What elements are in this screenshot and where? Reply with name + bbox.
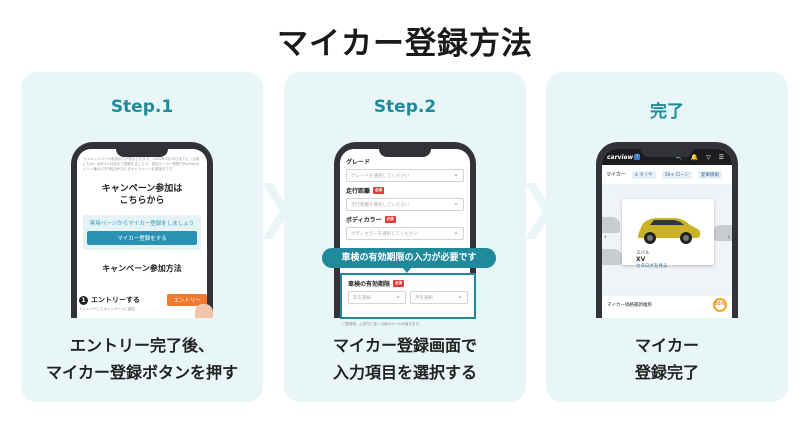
step-label: Step.2 xyxy=(373,97,437,117)
phone-notch xyxy=(116,147,168,157)
inspection-tooltip: 車検の有効期限の入力が必要です xyxy=(322,248,496,273)
inspection-label: 車検の有効期限 必須 xyxy=(348,280,405,288)
carousel-right-icon[interactable]: › xyxy=(727,233,730,241)
step-label: 完了 xyxy=(650,102,684,122)
method-heading: キャンペーン参加方法 xyxy=(102,264,182,273)
color-label: ボディカラー 必須 xyxy=(346,216,396,224)
mileage-select[interactable]: 走行距離を選択してください xyxy=(346,198,464,211)
register-box-title: 専用ページからマイカー登録をしましょう xyxy=(89,221,195,227)
phone-notch xyxy=(379,147,431,157)
car-thumbnail xyxy=(602,217,620,233)
app-header: carview ! 🔍 🔔 ▽ ☰ xyxy=(602,149,732,165)
car-image-icon xyxy=(638,218,701,244)
entry-button[interactable]: エントリー xyxy=(167,294,207,306)
price-trend-row[interactable]: マイカー価格最新推移 55% xyxy=(602,295,732,313)
carousel-left-icon[interactable]: ‹ xyxy=(604,233,607,241)
phone-screen: ラエキャンペーン参加の方が表示されます。2025年3月31日までに（以前にもれ）… xyxy=(77,149,207,318)
register-mycar-button[interactable]: マイカー登録をする xyxy=(87,231,197,245)
info-chip[interactable]: 愛車情報 xyxy=(697,170,722,179)
month-select[interactable]: 月を選択 xyxy=(410,291,468,304)
entry-note: エントリーしてキャンペーンに参加 xyxy=(79,307,135,311)
car-thumbnail xyxy=(714,225,732,241)
registered-car-card[interactable]: スバル XV カタログを見る xyxy=(622,199,714,269)
loan-chip[interactable]: 59+ ローン xyxy=(661,170,692,179)
mileage-label: 走行距離 必須 xyxy=(346,187,385,195)
step-caption: マイカー 登録完了 xyxy=(634,336,699,382)
car-name: スバル XV カタログを見る xyxy=(636,251,668,269)
mycar-bar: マイカー 4 タイヤ 59+ ローン 愛車情報 xyxy=(602,165,732,185)
step-card-2: Step.2 グレード グレードを選択してください 走行距離 必須 走行距離を選… xyxy=(284,72,526,402)
footer-note: ご登録後、心変付に探く以後のメールが届きます。 xyxy=(342,322,423,326)
entry-step: 1 エントリーする xyxy=(79,295,140,305)
required-badge: 必須 xyxy=(384,216,396,223)
step-number-badge: 1 xyxy=(79,295,88,305)
inspection-highlight: 車検の有効期限 必須 年を選択 月を選択 xyxy=(340,273,476,319)
page-title: マイカー登録方法 xyxy=(277,26,533,62)
car-thumbnail xyxy=(602,249,622,265)
grade-label: グレード xyxy=(346,159,371,166)
required-badge: 必須 xyxy=(393,280,405,287)
step-card-3: 完了 carview ! 🔍 🔔 ▽ ☰ マイカー 4 タイヤ 59+ ローン … xyxy=(546,72,788,402)
intro-text: ラエキャンペーン参加の方が表示されます。2025年3月31日までに（以前にもれ）… xyxy=(83,157,200,171)
phone-screen: carview ! 🔍 🔔 ▽ ☰ マイカー 4 タイヤ 59+ ローン 愛車情… xyxy=(602,149,732,318)
inspection-selects: 年を選択 月を選択 xyxy=(348,291,468,304)
logo-badge: ! xyxy=(634,154,641,160)
price-trend-label: マイカー価格最新推移 xyxy=(607,302,652,308)
percent-ring: 55% xyxy=(713,297,727,312)
color-select[interactable]: ボディカラーを選択してください xyxy=(346,227,464,240)
tire-chip[interactable]: 4 タイヤ xyxy=(632,170,656,179)
entry-label: エントリーする xyxy=(91,296,140,304)
year-select[interactable]: 年を選択 xyxy=(348,291,406,304)
grade-select[interactable]: グレードを選択してください xyxy=(346,169,464,182)
required-badge: 必須 xyxy=(373,187,385,194)
section-label: マイカー xyxy=(606,172,627,178)
phone-mockup: ラエキャンペーン参加の方が表示されます。2025年3月31日までに（以前にもれ）… xyxy=(71,142,213,318)
carview-logo: carview xyxy=(607,153,634,161)
register-box: 専用ページからマイカー登録をしましょう マイカー登録をする xyxy=(83,215,201,250)
phone-mockup: carview ! 🔍 🔔 ▽ ☰ マイカー 4 タイヤ 59+ ローン 愛車情… xyxy=(596,142,738,318)
tap-hand-icon xyxy=(195,304,213,318)
step-label: Step.1 xyxy=(110,97,174,117)
step-caption: エントリー完了後、 マイカー登録ボタンを押す xyxy=(45,336,238,382)
phone-notch xyxy=(641,147,693,157)
campaign-heading: キャンペーン参加は こちらから xyxy=(101,184,183,206)
step-card-1: Step.1 ラエキャンペーン参加の方が表示されます。2025年3月31日までに… xyxy=(21,72,263,402)
header-icons[interactable]: 🔍 🔔 ▽ ☰ xyxy=(675,153,727,161)
step-caption: マイカー登録画面で 入力項目を選択する xyxy=(332,336,477,382)
car-carousel: ‹ › スバル XV カタログを見る xyxy=(602,185,732,295)
